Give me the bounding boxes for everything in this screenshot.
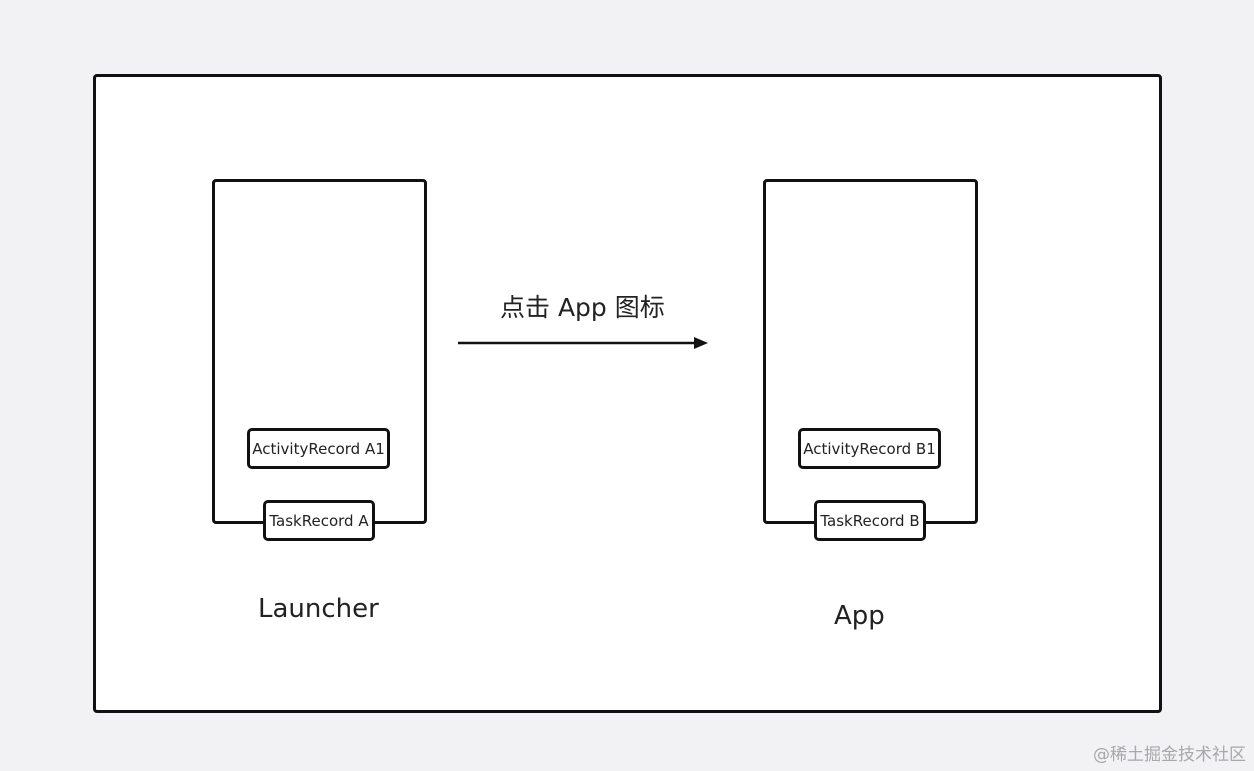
app-caption: App xyxy=(834,601,885,631)
arrow-label: 点击 App 图标 xyxy=(500,293,665,322)
task-record-a: TaskRecord A xyxy=(263,500,375,541)
task-record-b: TaskRecord B xyxy=(814,500,926,541)
launcher-caption: Launcher xyxy=(258,594,379,624)
arrow-right-icon xyxy=(458,337,708,349)
activity-record-a1: ActivityRecord A1 xyxy=(247,428,390,469)
launcher-task-stack xyxy=(212,179,427,524)
watermark: @稀土掘金技术社区 xyxy=(1093,745,1246,765)
activity-record-b1: ActivityRecord B1 xyxy=(798,428,941,469)
app-task-stack xyxy=(763,179,978,524)
